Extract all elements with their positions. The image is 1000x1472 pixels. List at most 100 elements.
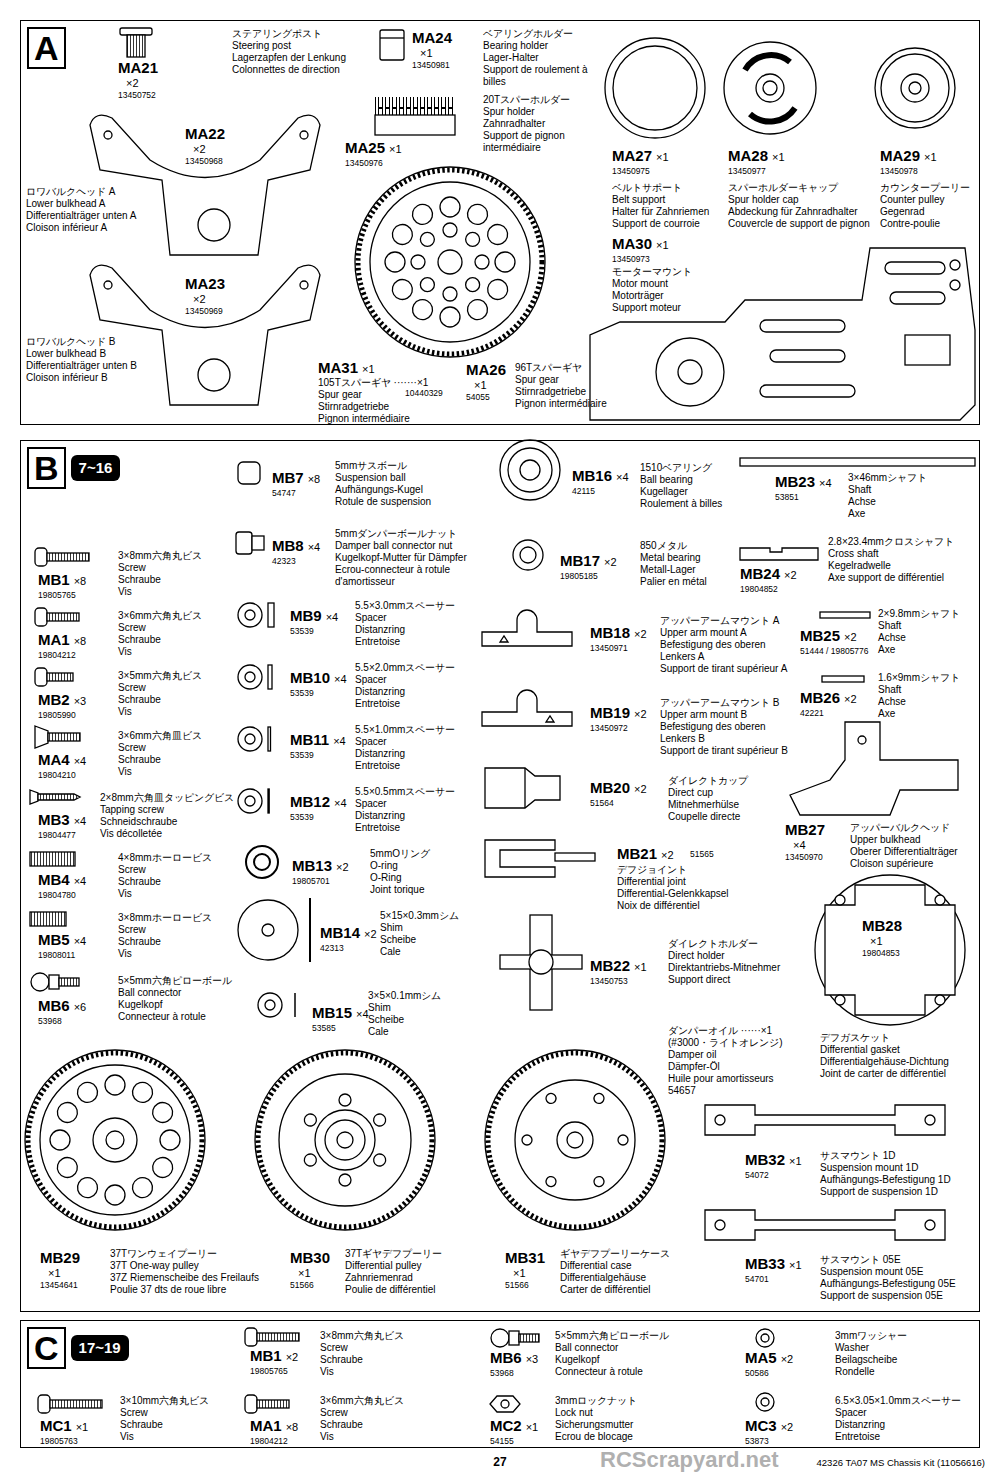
differential-case	[592, 1092, 606, 1106]
shim-drawing	[258, 993, 282, 1017]
part-number: 53539	[290, 750, 314, 760]
part-name: ベルトサポート	[612, 182, 682, 194]
part-name: 3mmロックナット	[555, 1395, 637, 1407]
part-name: Tapping screw	[100, 804, 164, 816]
part-code: MB24	[740, 566, 780, 582]
differential-gasket	[815, 875, 965, 1025]
o-ring-drawing	[246, 846, 278, 878]
quantity: ×1	[420, 47, 433, 59]
belt-support	[605, 38, 705, 138]
quantity: ×1	[474, 379, 487, 391]
part-name: Connecteur à rotule	[555, 1366, 643, 1378]
lower-bulkhead-b	[90, 265, 320, 405]
ball-connector-drawing	[31, 973, 79, 991]
part-name: Schraube	[118, 574, 161, 586]
part-name: デフガスケット	[820, 1032, 890, 1044]
part-name: Distanzring	[355, 810, 405, 822]
part-name: 54657	[668, 1085, 696, 1097]
differential-pulley	[255, 1050, 435, 1230]
part-code: MB6	[490, 1350, 522, 1366]
part-number: 53539	[290, 812, 314, 822]
lower-bulkhead-a	[198, 209, 230, 241]
spur-gear	[440, 307, 460, 327]
spur-gear	[443, 223, 457, 237]
part-name: Spacer	[355, 798, 387, 810]
part-name: Roulement à billes	[640, 498, 722, 510]
spacer-drawing	[238, 665, 272, 689]
part-name: Support de pignon intermédiaire	[483, 130, 593, 154]
spur-gear	[355, 167, 545, 357]
upper-arm-mount	[482, 610, 572, 646]
quantity: ×1	[298, 1267, 311, 1279]
quantity: ×8	[308, 473, 321, 485]
part-name: Shim	[380, 922, 403, 934]
shim-drawing	[238, 898, 310, 962]
quantity: ×2	[193, 293, 206, 305]
part-name: Kugellager	[640, 486, 688, 498]
part-name: Support direct	[668, 974, 730, 986]
spacer-drawing	[238, 603, 274, 627]
lower-bulkhead-b	[300, 281, 308, 289]
one-way-pulley	[160, 1130, 180, 1150]
part-name: Screw	[118, 562, 146, 574]
shim-drawing	[262, 924, 274, 936]
part-code: MB8	[272, 538, 304, 554]
direct-holder	[530, 915, 552, 1010]
part-name: Upper arm mount B	[660, 709, 788, 721]
part-name: Huile pour amortisseurs	[668, 1073, 774, 1085]
part-code: MB28	[862, 918, 902, 934]
part-name: 3mmワッシャー	[835, 1330, 907, 1342]
part-name: Ecrou-connecteur à rotule d'amortisseur	[335, 564, 490, 588]
part-name: 5×5mm六角ピローボール	[555, 1330, 669, 1342]
spur-gear	[389, 221, 416, 248]
part-name: Shaft	[878, 684, 901, 696]
suspension-mount	[715, 1115, 725, 1125]
part-name: Oberer Differentialträger	[850, 846, 958, 858]
motor-mount	[950, 260, 960, 270]
part-name: Palier en métal	[640, 576, 707, 588]
part-name: Cloison inférieur A	[26, 222, 107, 234]
part-name: 2×8mm六角皿タッピングビス	[100, 792, 234, 804]
part-name: Schraube	[118, 754, 161, 766]
spacer-drawing	[761, 1398, 769, 1406]
one-way-pulley	[129, 1174, 156, 1201]
part-name: Vis décolletée	[100, 828, 162, 840]
part-number: 19805763	[40, 1436, 78, 1446]
part-name: Mitnehmerhülse	[668, 799, 739, 811]
quantity: ×1	[362, 363, 375, 375]
one-way-pulley	[54, 1154, 81, 1181]
part-name: Abdeckung für Zahnradhalter	[728, 206, 878, 218]
part-name: Cale	[380, 946, 401, 958]
part-number: 13450969	[185, 306, 223, 316]
part-number: 10440329	[405, 388, 443, 398]
part-number: 19805765	[250, 1366, 288, 1376]
ball-bearing-drawing	[500, 440, 560, 500]
part-name: 4×8mmホーロービス	[118, 852, 212, 864]
part-number: 13450968	[185, 156, 223, 166]
part-code: MB27	[785, 822, 825, 838]
quantity: ×6	[74, 1001, 87, 1013]
part-name: Zahnradhalter	[483, 118, 593, 130]
part-name: Motorträger	[612, 290, 664, 302]
part-name: Achse	[848, 496, 876, 508]
upper-bulkhead	[858, 736, 866, 744]
part-name: Axe support de différentiel	[828, 572, 968, 584]
screw-drawing	[50, 1400, 102, 1408]
part-number: 53873	[745, 1436, 769, 1446]
part-name: 1510ベアリング	[640, 462, 712, 474]
differential-pulley	[258, 1053, 432, 1227]
part-name: Vis	[118, 766, 132, 778]
part-name: Aufhängungs-Kugel	[335, 484, 423, 496]
upper-bulkhead	[790, 722, 958, 815]
part-number: 19804210	[38, 770, 76, 780]
quantity: ×1	[526, 1421, 539, 1433]
part-name: 37Tギヤデフプーリー	[345, 1248, 442, 1260]
screw-drawing	[35, 726, 80, 748]
part-name: ロワバルクヘッド A	[26, 186, 115, 198]
part-name: Vis	[320, 1431, 334, 1443]
watermark: RCScrapyard.net	[600, 1449, 779, 1471]
part-name: Metall-Lager	[640, 564, 696, 576]
motor-mount	[885, 262, 945, 274]
spacer-drawing	[245, 610, 255, 620]
differential-pulley	[302, 1112, 318, 1128]
